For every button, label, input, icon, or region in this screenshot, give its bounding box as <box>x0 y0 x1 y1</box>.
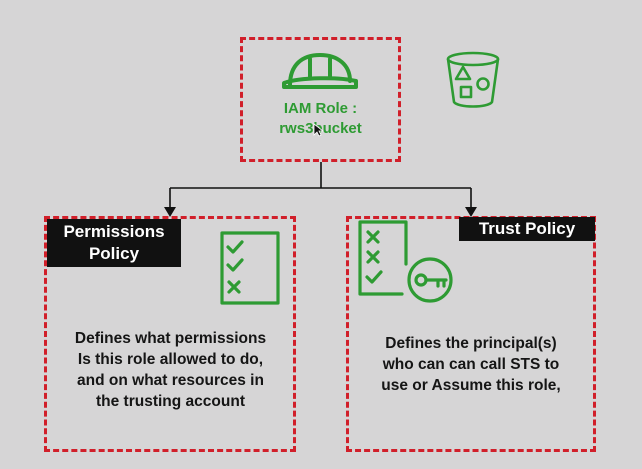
s3-bucket-icon <box>446 51 500 108</box>
permissions-desc-line: Defines what permissions <box>74 330 267 347</box>
trust-policy-header: Trust Policy <box>459 217 595 241</box>
checklist-key-icon <box>358 220 453 303</box>
permissions-header-line1: Permissions <box>63 222 165 241</box>
role-name: rws3bucket <box>279 120 362 137</box>
arrowhead-left <box>164 207 176 217</box>
permissions-policy-header: Permissions Policy <box>47 219 181 267</box>
mouse-cursor-icon <box>313 123 323 137</box>
permissions-desc-line: the trusting account <box>96 393 245 410</box>
iam-role-box <box>240 37 401 162</box>
trust-desc-line: who can can call STS to <box>382 356 560 373</box>
trust-description: Defines the principal(s) who can can cal… <box>348 333 594 396</box>
role-title: IAM Role : <box>283 100 358 117</box>
permissions-description: Defines what permissions Is this role al… <box>48 328 293 412</box>
permissions-header-line2: Policy <box>88 244 140 263</box>
arrowhead-right <box>465 207 477 217</box>
trust-desc-line: Defines the principal(s) <box>385 335 557 352</box>
trust-desc-line: use or Assume this role, <box>381 377 561 394</box>
permissions-desc-line: Is this role allowed to do, <box>77 351 264 368</box>
permissions-policy-box <box>44 216 296 452</box>
hard-hat-icon <box>282 53 358 89</box>
permissions-desc-line: and on what resources in <box>77 372 264 389</box>
checklist-icon <box>220 231 280 305</box>
